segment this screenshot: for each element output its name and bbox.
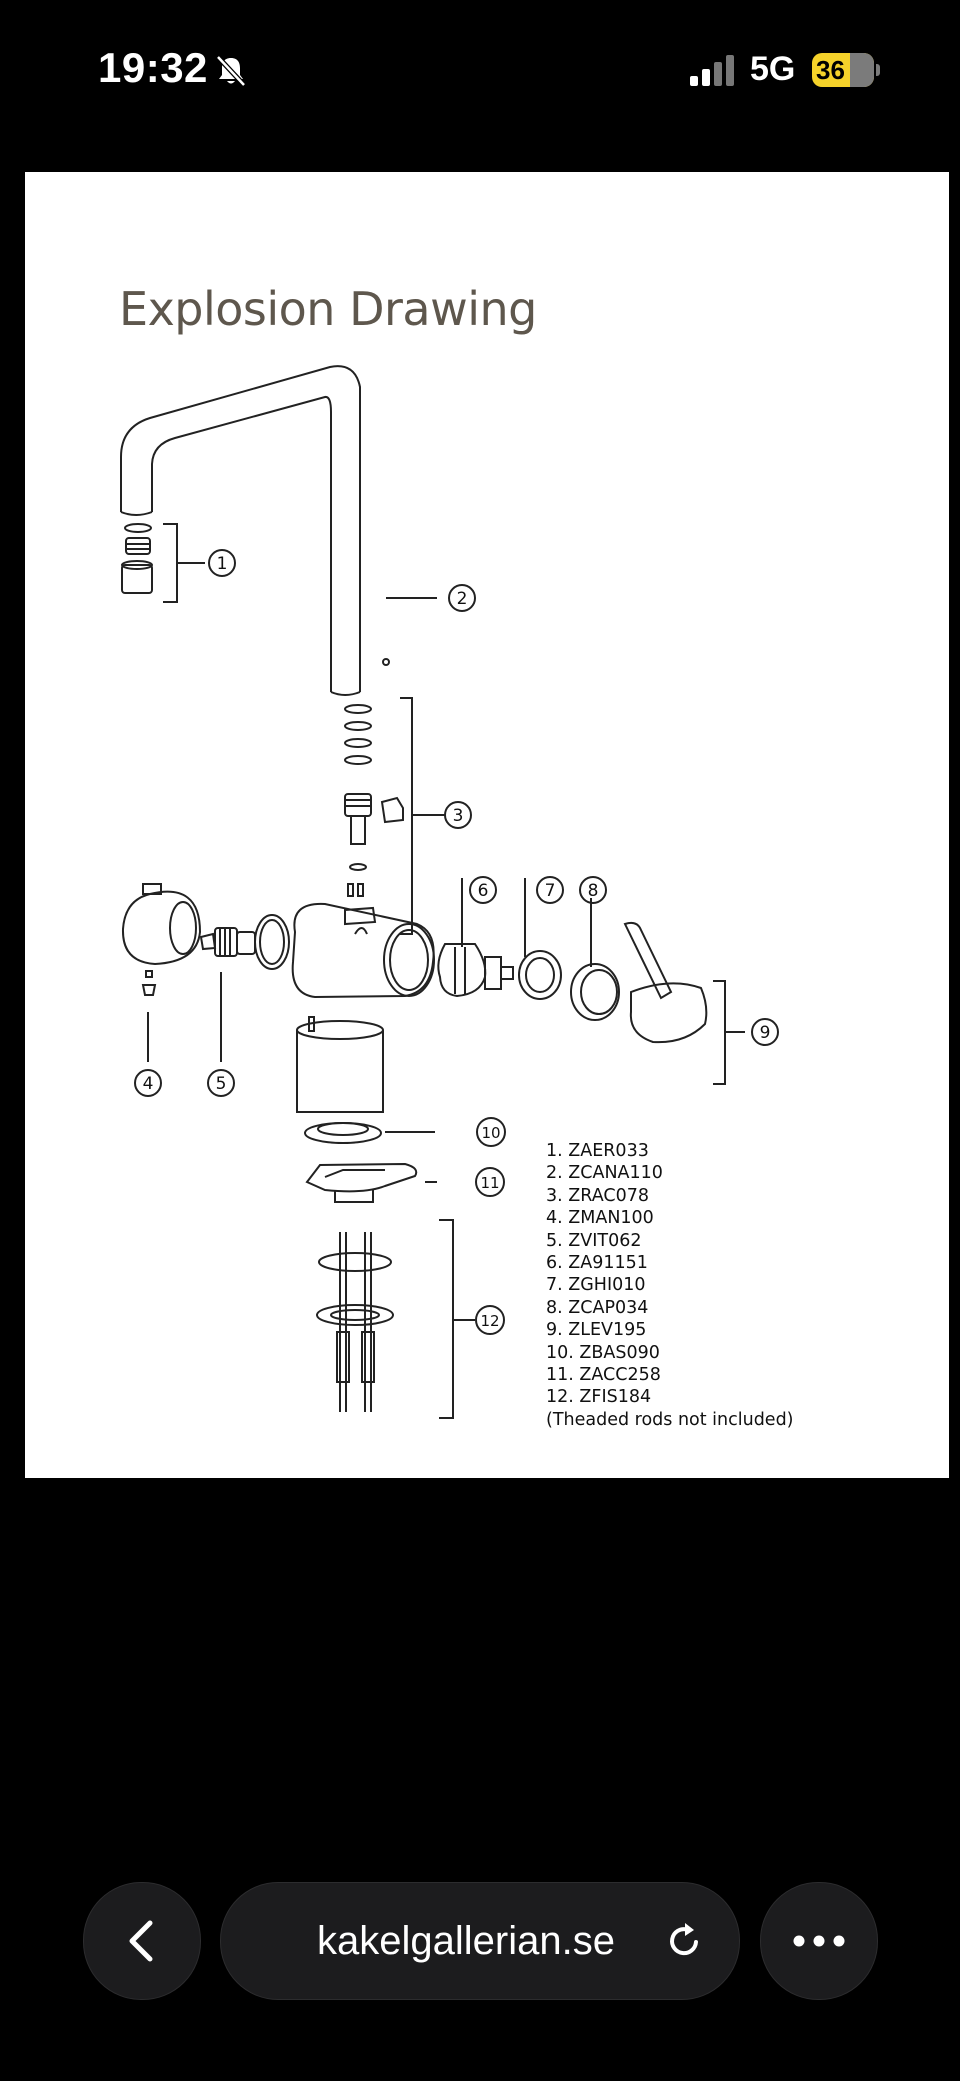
callout-5: 5 [216, 1074, 227, 1094]
part-item: 10. ZBAS090 [546, 1342, 660, 1363]
part-item: 3. ZRAC078 [546, 1185, 649, 1206]
part-item: 9. ZLEV195 [546, 1320, 647, 1341]
more-options-button[interactable] [760, 1882, 878, 2000]
exploded-faucet-diagram: 1 2 3 4 5 6 7 8 9 10 11 12 [120, 365, 779, 1419]
parts-list: 1. ZAER033 2. ZCANA110 3. ZRAC078 4. ZMA… [546, 1140, 846, 1431]
callout-11: 11 [480, 1174, 499, 1192]
parts-note: (Theaded rods not included) [546, 1409, 794, 1430]
part-item: 6. ZA91151 [546, 1253, 648, 1274]
part-item: 12. ZFIS184 [546, 1387, 652, 1408]
chevron-left-icon [129, 1920, 153, 1962]
callout-7: 7 [545, 881, 556, 901]
callout-3: 3 [453, 806, 464, 826]
drawing-title: Explosion Drawing [119, 282, 537, 336]
url-text: kakelgallerian.se [317, 1919, 615, 1963]
signal-icon [690, 55, 734, 86]
back-button[interactable] [83, 1882, 201, 2000]
callout-12: 12 [480, 1312, 499, 1330]
ellipsis-icon [793, 1935, 845, 1947]
callout-9: 9 [760, 1023, 771, 1043]
part-item: 1. ZAER033 [546, 1141, 649, 1161]
callout-10: 10 [481, 1124, 500, 1142]
callout-8: 8 [588, 881, 599, 901]
status-bar: 19:32 5G 36 [0, 0, 960, 140]
battery-tip [876, 64, 880, 76]
part-item: 5. ZVIT062 [546, 1230, 642, 1251]
callout-6: 6 [478, 881, 489, 901]
bell-off-icon [216, 55, 246, 87]
battery-level: 36 [816, 55, 845, 85]
callout-circles [134, 549, 779, 1335]
reload-icon[interactable] [665, 1921, 705, 1961]
part-item: 7. ZGHI010 [546, 1275, 646, 1296]
callout-4: 4 [143, 1074, 154, 1094]
status-time: 19:32 [98, 44, 208, 91]
callout-2: 2 [457, 589, 468, 609]
part-item: 4. ZMAN100 [546, 1208, 654, 1229]
part-item: 8. ZCAP034 [546, 1297, 649, 1318]
callout-1: 1 [217, 554, 228, 574]
part-item: 2. ZCANA110 [546, 1163, 663, 1184]
address-bar[interactable]: kakelgallerian.se [220, 1882, 740, 2000]
battery-indicator: 36 [812, 53, 874, 87]
network-label: 5G [750, 50, 796, 88]
part-item: 11. ZACC258 [546, 1365, 661, 1386]
image-viewer[interactable]: Explosion Drawing [25, 172, 949, 1478]
